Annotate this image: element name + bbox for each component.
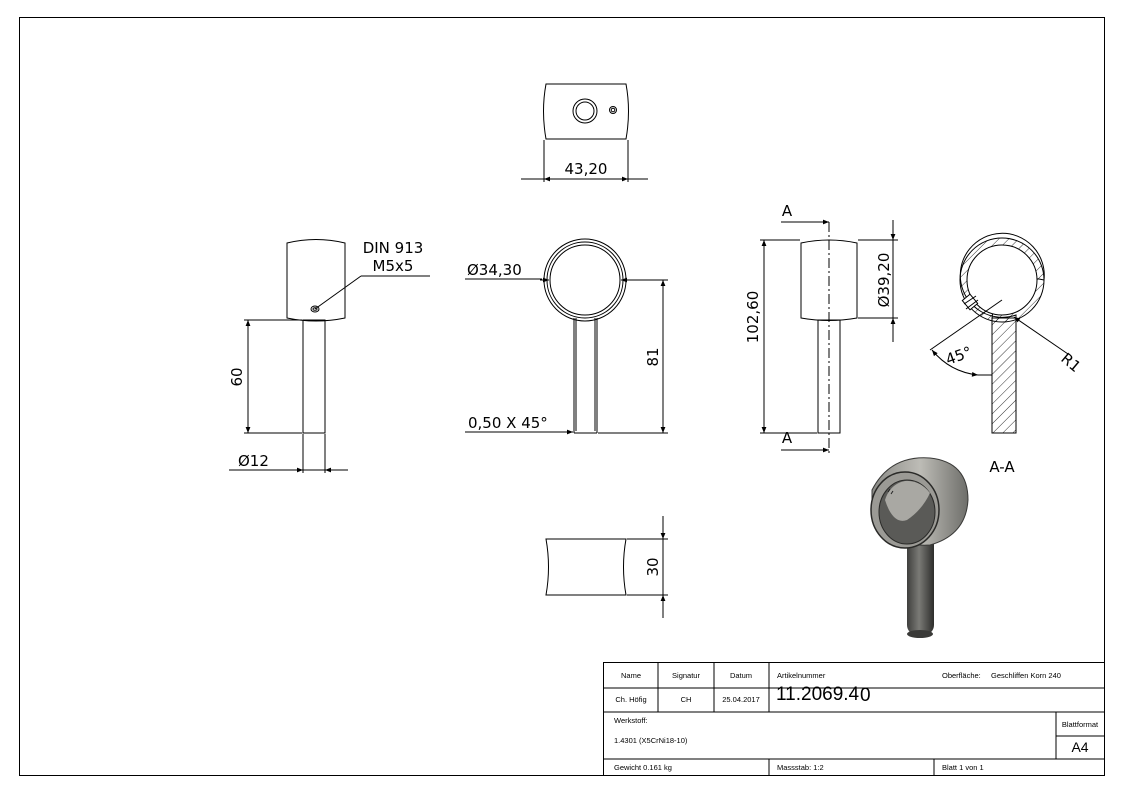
dim-stem-diameter: Ø12 [238,452,269,470]
section-detail-view [929,232,1069,434]
front-view [465,238,668,435]
scale: Massstab: 1:2 [777,763,824,772]
dim-thickness: 30 [644,557,662,576]
dim-top-width: 43,20 [565,160,608,178]
sheet-number: Blatt 1 von 1 [942,763,984,772]
dim-overall-height: 102,60 [744,291,762,344]
dim-ring-diameter: Ø34,30 [467,261,522,279]
col-date-header: Datum [730,671,752,680]
angle-label: 45° [943,343,974,369]
title-block [603,662,1105,776]
screw-standard-label: DIN 913 [363,239,424,257]
isometric-render [870,457,969,638]
sheet-border [19,17,1105,776]
dim-total-height: 81 [644,347,662,366]
dim-outer-diameter: Ø39,20 [875,253,893,308]
sheet-format-label: Blattformat [1062,720,1099,729]
weight: Gewicht 0.161 kg [614,763,672,772]
material-label: Werkstoff: [614,716,647,725]
chamfer-label: 0,50 X 45° [468,414,548,432]
section-arrow-bottom-label: A [782,429,793,447]
top-view [521,83,648,182]
section-view [760,219,898,455]
section-arrow-top-label: A [782,202,793,220]
drawing-date: 25.04.2017 [722,695,760,704]
author-signature: CH [681,695,692,704]
col-signature-header: Signatur [672,671,700,680]
screw-size-label: M5x5 [373,257,414,275]
article-number-label: Artikelnummer [777,671,826,680]
surface-label: Oberfläche: [942,671,981,680]
surface-value: Geschliffen Korn 240 [991,671,1061,680]
dim-stem-length: 60 [228,367,246,386]
article-number-suffix: 0 [860,685,871,706]
section-title: A-A [989,458,1015,476]
bottom-view [545,516,668,618]
material-value: 1.4301 (X5CrNi18-10) [614,736,688,745]
sheet-format-value: A4 [1071,739,1088,755]
col-name-header: Name [621,671,641,680]
article-number: 11.2069.4 [776,684,860,705]
radius-label: R1 [1057,349,1084,376]
side-view [229,239,430,473]
author-name: Ch. Höfig [615,695,646,704]
